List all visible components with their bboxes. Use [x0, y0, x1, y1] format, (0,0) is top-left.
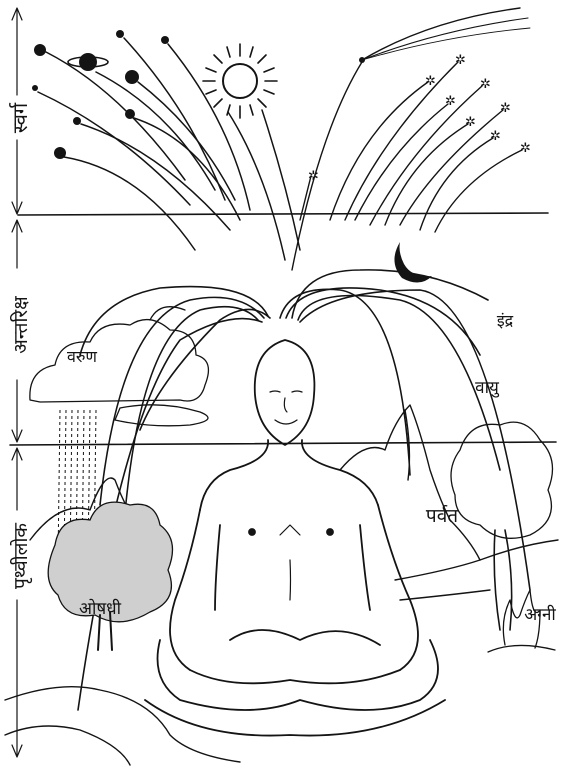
label-agni: अग्नी	[524, 604, 556, 625]
star-icon: ✲	[480, 77, 491, 92]
meditating-figure	[145, 340, 445, 736]
star-icon: ✲	[500, 101, 511, 116]
comet-icon	[359, 8, 530, 63]
sun-icon	[203, 44, 277, 118]
star-icon: ✲	[490, 129, 501, 144]
region-label-prithvi: पृथ्वीलोक	[9, 523, 33, 589]
star-icon: ✲	[520, 141, 531, 156]
planet-icon	[34, 44, 46, 56]
label-parvat: पर्वत	[426, 504, 459, 527]
label-varun: वरुण	[67, 347, 97, 366]
planet-icon	[116, 30, 124, 38]
tree-icon	[451, 422, 553, 630]
star-icon: ✲	[455, 53, 466, 68]
sky-divider-line	[18, 213, 548, 215]
label-indra: इंद्र	[497, 311, 514, 330]
tree-icon	[48, 502, 172, 650]
planet-icon	[73, 117, 81, 125]
label-vayu: वायु	[475, 378, 500, 398]
deity-arcs	[78, 270, 530, 710]
region-label-svarga: स्वर्ग	[8, 102, 32, 133]
planet-icon	[161, 36, 169, 44]
label-oshadhi: ओषधी	[79, 598, 122, 619]
planet-icon	[32, 85, 38, 91]
star-icon: ✲	[465, 115, 476, 130]
star-icon: ✲	[445, 94, 456, 109]
planet-icon	[125, 70, 139, 84]
planet-rays	[38, 38, 300, 260]
cloud-icon	[30, 307, 209, 426]
region-label-antariksha: अन्तरिक्ष	[9, 296, 32, 354]
planets-group	[32, 30, 169, 159]
saturn-icon	[79, 53, 97, 71]
star-rays	[292, 62, 522, 270]
